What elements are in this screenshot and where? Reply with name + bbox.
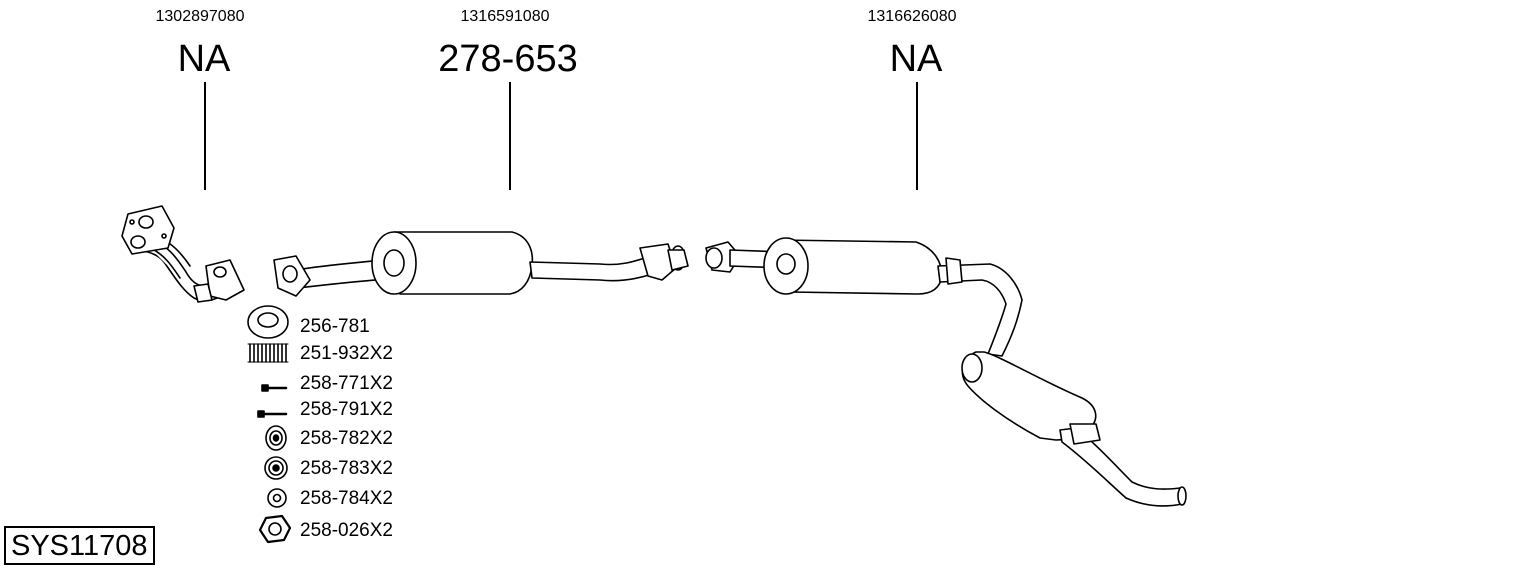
- spring-icon: [247, 343, 289, 363]
- accessory-rubber-mount-code[interactable]: 258-782X2: [300, 428, 393, 449]
- part-1-leader-line: [204, 82, 206, 190]
- part-3-code[interactable]: NA: [889, 38, 943, 80]
- part-2-leader-line: [509, 82, 511, 190]
- system-id-label: SYS11708: [4, 526, 155, 565]
- front-pipe-drawing[interactable]: [121, 205, 245, 303]
- rubber-ring-icon: [264, 456, 288, 480]
- accessory-long-bolt-code[interactable]: 258-791X2: [300, 399, 393, 420]
- gasket-ring-icon: [247, 305, 289, 339]
- long-bolt-icon: [257, 410, 288, 418]
- part-3-oem-number: 1316626080: [867, 8, 957, 25]
- accessory-rubber-ring-code[interactable]: 258-783X2: [300, 458, 393, 479]
- bolt-icon: [261, 384, 288, 392]
- accessory-washer-code[interactable]: 258-784X2: [300, 488, 393, 509]
- center-silencer-drawing[interactable]: [273, 231, 689, 297]
- hex-nut-icon: [258, 514, 292, 544]
- part-3-leader-line: [916, 82, 918, 190]
- part-2-oem-number: 1316591080: [460, 8, 550, 25]
- accessory-hex-nut-code[interactable]: 258-026X2: [300, 520, 393, 541]
- part-1-oem-number: 1302897080: [155, 8, 245, 25]
- rubber-mount-icon: [265, 425, 287, 451]
- part-2-code[interactable]: 278-653: [438, 38, 578, 80]
- accessory-gasket-code[interactable]: 256-781: [300, 316, 370, 337]
- rear-silencer-drawing[interactable]: [705, 237, 1187, 507]
- part-1-code[interactable]: NA: [177, 38, 231, 80]
- washer-icon: [267, 488, 287, 508]
- accessory-bolt-code[interactable]: 258-771X2: [300, 373, 393, 394]
- accessory-spring-code[interactable]: 251-932X2: [300, 343, 393, 364]
